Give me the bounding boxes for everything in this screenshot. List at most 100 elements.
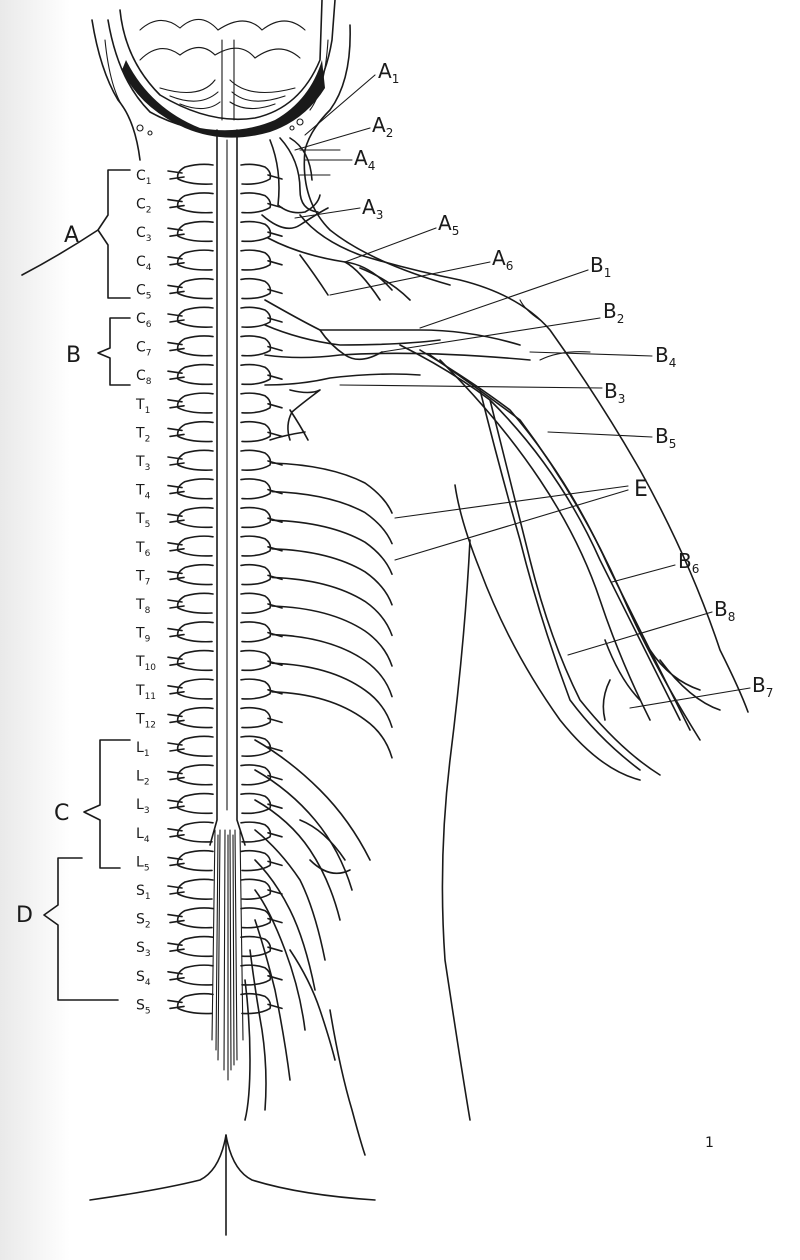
- svg-text:B8: B8: [714, 597, 735, 624]
- pelvis-outline: [89, 1134, 376, 1236]
- segment-label-t9: T9: [135, 626, 151, 645]
- segment-labels: C1C2C3C4C5C6C7C8T1T2T3T4T5T6T7T8T9T10T11…: [135, 168, 156, 1016]
- svg-text:A3: A3: [362, 195, 383, 222]
- vertebra-segment: [167, 420, 283, 443]
- vertebra-segment: [167, 849, 283, 872]
- segment-label-c1: C1: [136, 168, 152, 187]
- brain-and-skull: [91, 0, 451, 286]
- group-label-d: D: [16, 903, 33, 928]
- vertebra-segment: [167, 678, 283, 700]
- segment-label-s5: S5: [136, 997, 151, 1016]
- segment-label-t8: T8: [135, 597, 151, 616]
- bracket-a: [97, 169, 131, 299]
- intercostal-nerve: [271, 691, 393, 759]
- segment-label-c2: C2: [136, 197, 152, 216]
- segment-label-c6: C6: [136, 311, 152, 330]
- vertebra-segment: [167, 649, 283, 672]
- vertebra-segment: [167, 478, 283, 500]
- bracket-d: [43, 857, 119, 1001]
- svg-text:B4: B4: [655, 343, 676, 370]
- group-label-c: C: [54, 801, 69, 826]
- vertebra-segment: [167, 363, 283, 386]
- callout-a4: A4: [304, 146, 375, 173]
- bracket-b: [97, 317, 131, 386]
- vertebra-segment: [167, 306, 283, 328]
- vertebra-segment: [167, 192, 283, 214]
- vertebra-segment: [167, 935, 283, 958]
- callout-b4: B4: [529, 343, 676, 370]
- callout-b7: B7: [629, 673, 773, 709]
- callout-b2: B2: [381, 299, 624, 353]
- group-label-a: A: [64, 223, 79, 248]
- intercostal-nerve: [271, 462, 393, 514]
- bracket-a-leader: [21, 229, 99, 276]
- segment-label-s4: S4: [136, 969, 151, 988]
- segment-label-t4: T4: [135, 483, 151, 502]
- vertebra-segment: [167, 506, 283, 529]
- segment-label-l3: L3: [136, 797, 150, 816]
- intercostal-nerve: [271, 576, 393, 637]
- callout-b5: B5: [547, 424, 676, 451]
- segment-label-t2: T2: [135, 425, 150, 444]
- segment-label-c8: C8: [136, 368, 152, 387]
- intercostal-nerves: [271, 462, 393, 759]
- svg-text:B7: B7: [752, 673, 773, 700]
- body-outline: [299, 214, 749, 1156]
- intercostal-nerve: [271, 605, 393, 667]
- svg-text:A6: A6: [492, 246, 513, 273]
- segment-label-l4: L4: [136, 826, 150, 845]
- vertebra-segment: [167, 249, 283, 271]
- vertebra-segment: [167, 964, 283, 986]
- svg-text:A5: A5: [438, 211, 459, 238]
- lumbosacral-plexus: [244, 739, 371, 1121]
- callout-b3: B3: [339, 379, 625, 406]
- segment-label-t11: T11: [135, 683, 156, 702]
- intercostal-nerve: [271, 519, 393, 575]
- intercostal-nerve: [271, 490, 393, 545]
- vertebra-segment: [167, 335, 283, 357]
- svg-text:B1: B1: [590, 253, 611, 280]
- vertebra-segment: [167, 878, 283, 900]
- brachial-plexus: [264, 299, 721, 776]
- vertebra-segment: [167, 592, 283, 614]
- svg-text:A2: A2: [372, 113, 393, 140]
- vertebra-segment: [167, 706, 283, 729]
- bracket-c: [83, 739, 131, 869]
- vertebra-segment: [167, 220, 283, 243]
- segment-label-c4: C4: [136, 254, 152, 273]
- callout-a5: A5: [344, 211, 459, 263]
- vertebra-segment: [167, 992, 283, 1015]
- segment-label-l2: L2: [136, 769, 150, 788]
- callout-b1: B1: [419, 253, 611, 329]
- svg-text:B3: B3: [604, 379, 625, 406]
- vertebra-segment: [167, 163, 283, 185]
- segment-label-s2: S2: [136, 912, 151, 931]
- segment-label-t3: T3: [135, 454, 150, 473]
- callout-b6: B6: [611, 549, 699, 583]
- group-brackets: [21, 169, 131, 1001]
- vertebra-segment: [167, 792, 283, 815]
- group-label-b: B: [66, 343, 81, 368]
- segment-label-t7: T7: [135, 568, 150, 587]
- vertebra-segment: [167, 735, 283, 757]
- vertebra-segment: [167, 821, 283, 843]
- vertebra-segment: [167, 621, 283, 643]
- segment-label-t10: T10: [135, 654, 156, 673]
- vertebra-segment: [167, 277, 283, 300]
- segment-label-s3: S3: [136, 940, 151, 959]
- vertebra-segment: [167, 563, 283, 586]
- segment-label-t1: T1: [135, 397, 150, 416]
- segment-label-s1: S1: [136, 883, 151, 902]
- segment-label-c7: C7: [136, 340, 152, 359]
- segment-label-l1: L1: [136, 740, 150, 759]
- segment-label-t5: T5: [135, 511, 150, 530]
- svg-text:B5: B5: [655, 424, 676, 451]
- callout-a3: A3: [294, 195, 383, 222]
- vertebral-column: [167, 163, 283, 1015]
- intercostal-nerve: [271, 633, 393, 698]
- leader-e-1: [394, 485, 629, 519]
- vertebra-segment: [167, 449, 283, 471]
- segment-label-l5: L5: [136, 854, 150, 873]
